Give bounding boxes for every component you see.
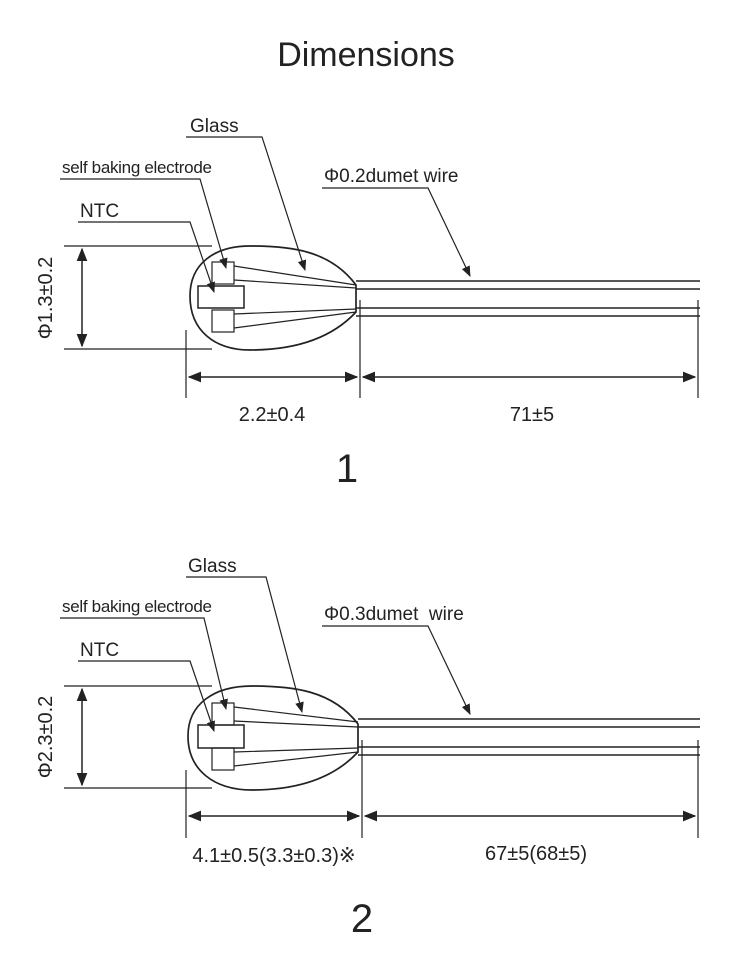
dim-diameter: Φ2.3±0.2	[35, 696, 57, 779]
label-glass: Glass	[188, 556, 237, 577]
glass-leader	[186, 136, 307, 272]
diagram-1: Glass self baking electrode NTC Φ0.2dume…	[35, 116, 700, 491]
dumet-wires	[358, 718, 700, 756]
ntc-leader	[78, 221, 215, 294]
diagram-2: Glass self baking electrode NTC Φ0.3dume…	[35, 556, 700, 941]
dim-diameter: Φ1.3±0.2	[35, 257, 57, 340]
diagram-number: 1	[336, 447, 358, 491]
diagram-number: 2	[351, 897, 373, 941]
label-electrode: self baking electrode	[62, 158, 212, 177]
electrode-top	[211, 261, 235, 285]
label-glass: Glass	[190, 116, 239, 137]
ntc-chip	[197, 724, 245, 749]
electrode-bottom	[211, 309, 235, 333]
diameter-extension-lines	[64, 685, 212, 789]
label-ntc: NTC	[80, 201, 119, 222]
dim-body-length: 2.2±0.4	[239, 404, 306, 426]
dim-wire-length: 71±5	[510, 404, 554, 426]
glass-body	[189, 245, 357, 351]
dim-wire-length: 67±5(68±5)	[485, 843, 587, 865]
glass-body	[187, 685, 359, 791]
electrode-bottom	[211, 747, 235, 771]
electrode-top	[211, 702, 235, 726]
length-extension-lines	[185, 740, 699, 838]
glass-leader	[186, 576, 304, 714]
length-extension-lines	[185, 300, 699, 398]
wire-leader	[322, 187, 471, 277]
dumet-wires	[356, 280, 700, 317]
label-wire: Φ0.2dumet wire	[324, 166, 459, 187]
wire-leader	[322, 625, 471, 715]
diameter-extension-lines	[64, 245, 212, 350]
internal-leads	[233, 706, 359, 767]
electrode-leader	[60, 178, 228, 270]
ntc-leader	[78, 660, 215, 733]
dim-body-length: 4.1±0.5(3.3±0.3)※	[192, 845, 355, 867]
label-electrode: self baking electrode	[62, 597, 212, 616]
label-ntc: NTC	[80, 640, 119, 661]
page-title: Dimensions	[277, 36, 455, 74]
label-wire: Φ0.3dumet wire	[324, 604, 464, 625]
electrode-leader	[60, 617, 228, 711]
internal-leads	[233, 265, 357, 329]
ntc-chip	[197, 285, 245, 309]
